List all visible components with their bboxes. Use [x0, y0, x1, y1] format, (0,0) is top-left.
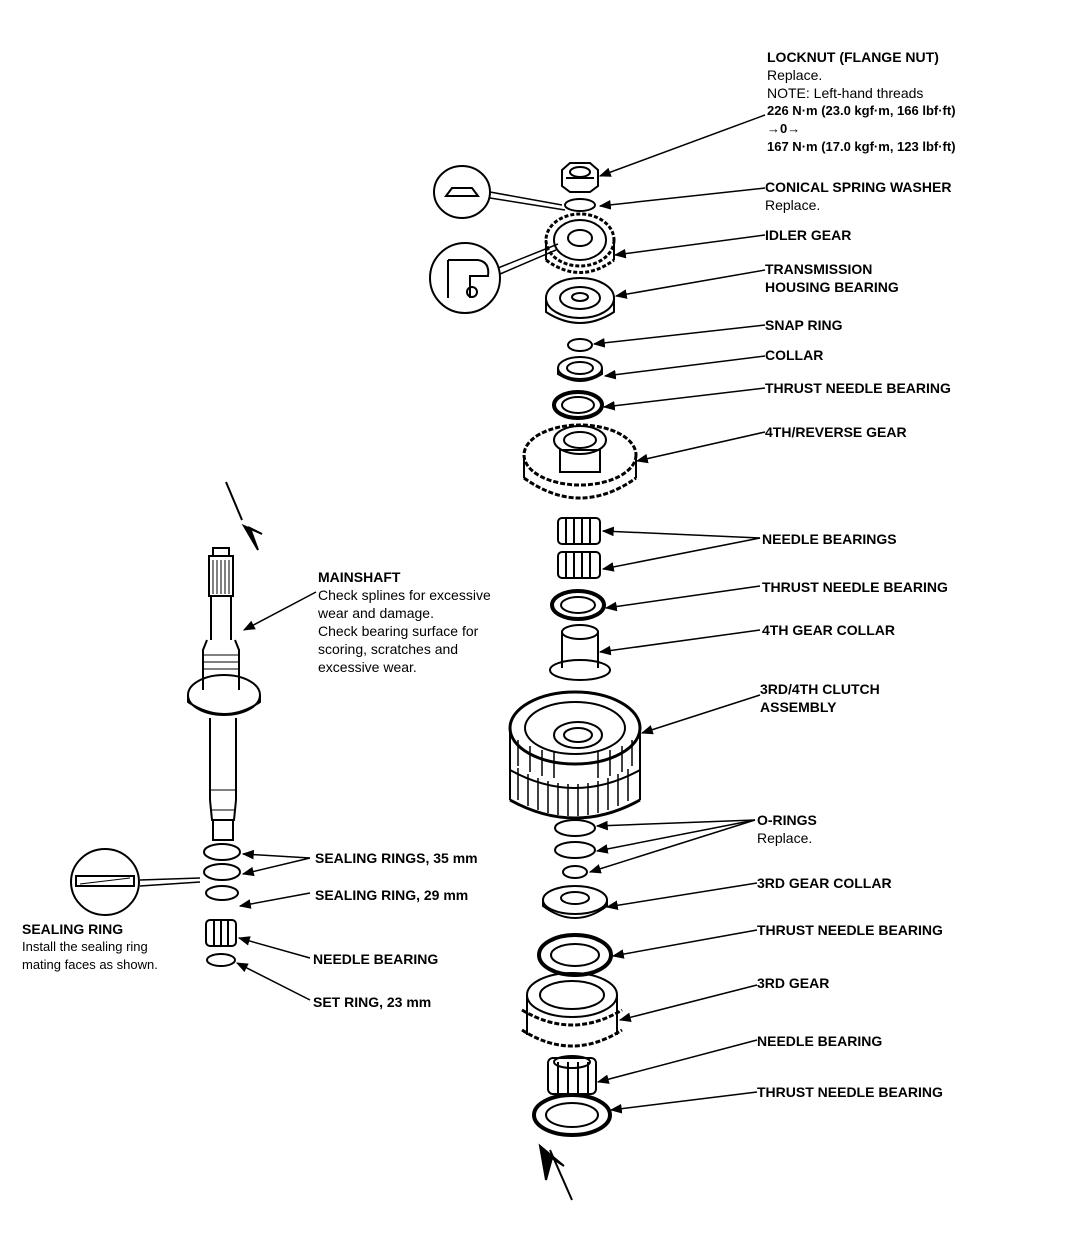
sealing-ring-detail-inset	[70, 848, 140, 916]
snap-ring-part	[567, 338, 593, 352]
conical-washer-label: CONICAL SPRING WASHER Replace.	[765, 178, 951, 214]
gear-4th-collar-part	[549, 624, 611, 681]
idler-gear-label: IDLER GEAR	[765, 227, 852, 243]
mainshaft-label: MAINSHAFT Check splines for excessive we…	[318, 568, 491, 676]
gear-4th-reverse-part	[522, 423, 638, 500]
gear-4th-collar-label: 4TH GEAR COLLAR	[762, 622, 895, 638]
locknut-torque-1: 226 N·m (23.0 kgf·m, 166 lbf·ft)	[767, 103, 956, 118]
sealing-ring-note-title: SEALING RING	[22, 921, 124, 937]
conical-washer-title: CONICAL SPRING WASHER	[765, 179, 952, 195]
gear-4th-reverse-label: 4TH/REVERSE GEAR	[765, 424, 907, 440]
mainshaft-title: MAINSHAFT	[318, 569, 401, 585]
leader-lines	[235, 114, 766, 1114]
thrust-needle-bearing-4-part	[532, 1093, 612, 1137]
clutch-assembly-part	[508, 690, 642, 820]
thrust-needle-bearing-3-part	[537, 933, 613, 977]
o-rings-title: O-RINGS	[757, 812, 817, 828]
thrust-bearing-3-label: THRUST NEEDLE BEARING	[757, 922, 943, 938]
thrust-needle-bearing-2-part	[550, 589, 606, 621]
housing-bearing-line-1: TRANSMISSION	[765, 261, 873, 277]
set-ring-part	[206, 953, 236, 967]
mainshaft-note-3: Check bearing surface for	[318, 623, 479, 639]
mainshaft-note-4: scoring, scratches and	[318, 641, 459, 657]
conical-washer-note: Replace.	[765, 197, 821, 213]
assembly-direction-arrow-left	[225, 481, 263, 551]
o-rings-label: O-RINGS Replace.	[757, 811, 817, 847]
collar-part	[557, 356, 603, 382]
needle-bearings-label: NEEDLE BEARINGS	[762, 531, 897, 547]
locknut-arrow-seq: →0→	[767, 121, 801, 136]
assembly-direction-arrow-right	[538, 1143, 573, 1201]
needle-bearings-part	[557, 517, 601, 579]
conical-spring-washer-part	[564, 198, 596, 212]
sealing-ring-29-label: SEALING RING, 29 mm	[315, 887, 469, 903]
mainshaft-part	[187, 547, 261, 841]
gear-3rd-collar-label: 3RD GEAR COLLAR	[757, 875, 892, 891]
locknut-title: LOCKNUT (FLANGE NUT)	[767, 49, 939, 65]
sealing-ring-note-2: mating faces as shown.	[22, 957, 158, 972]
gear-3rd-collar-part	[542, 885, 608, 919]
clutch-line-1: 3RD/4TH CLUTCH	[760, 681, 880, 697]
mainshaft-note-1: Check splines for excessive	[318, 587, 491, 603]
housing-bearing-line-2: HOUSING BEARING	[765, 279, 899, 295]
locknut-torque-2: 167 N·m (17.0 kgf·m, 123 lbf·ft)	[767, 139, 956, 154]
gear-3rd-label: 3RD GEAR	[757, 975, 830, 991]
sealing-ring-note-label: SEALING RING Install the sealing ring ma…	[22, 920, 158, 974]
o-rings-note: Replace.	[757, 830, 813, 846]
locknut-label: LOCKNUT (FLANGE NUT) Replace. NOTE: Left…	[767, 48, 956, 156]
sealing-rings-35-label: SEALING RINGS, 35 mm	[315, 850, 478, 866]
idler-gear-part	[544, 212, 616, 274]
idler-detail-inset	[429, 242, 501, 314]
mainshaft-note-2: wear and damage.	[318, 605, 434, 621]
thrust-needle-bearing-1-part	[552, 390, 604, 420]
thrust-bearing-1-label: THRUST NEEDLE BEARING	[765, 380, 951, 396]
washer-detail-inset	[433, 165, 491, 219]
needle-bearing-left-part	[205, 919, 237, 947]
collar-label: COLLAR	[765, 347, 824, 363]
locknut-note-2: NOTE: Left-hand threads	[767, 85, 924, 101]
locknut-note-1: Replace.	[767, 67, 823, 83]
sealing-rings-35-part	[203, 843, 241, 881]
housing-bearing-label: TRANSMISSION HOUSING BEARING	[765, 260, 899, 296]
housing-bearing-part	[545, 277, 615, 324]
clutch-line-2: ASSEMBLY	[760, 699, 837, 715]
o-rings-part	[554, 819, 596, 879]
gear-3rd-part	[521, 972, 623, 1048]
sealing-ring-note-1: Install the sealing ring	[22, 939, 148, 954]
thrust-bearing-2-label: THRUST NEEDLE BEARING	[762, 579, 948, 595]
sealing-ring-29-part	[205, 885, 239, 901]
thrust-bearing-4-label: THRUST NEEDLE BEARING	[757, 1084, 943, 1100]
needle-bearing-right-label: NEEDLE BEARING	[757, 1033, 883, 1049]
clutch-assembly-label: 3RD/4TH CLUTCH ASSEMBLY	[760, 680, 880, 716]
set-ring-label: SET RING, 23 mm	[313, 994, 432, 1010]
snap-ring-label: SNAP RING	[765, 317, 843, 333]
locknut-part	[561, 162, 599, 193]
mainshaft-note-5: excessive wear.	[318, 659, 417, 675]
needle-bearing-left-label: NEEDLE BEARING	[313, 951, 439, 967]
needle-bearing-right-part	[547, 1055, 597, 1095]
